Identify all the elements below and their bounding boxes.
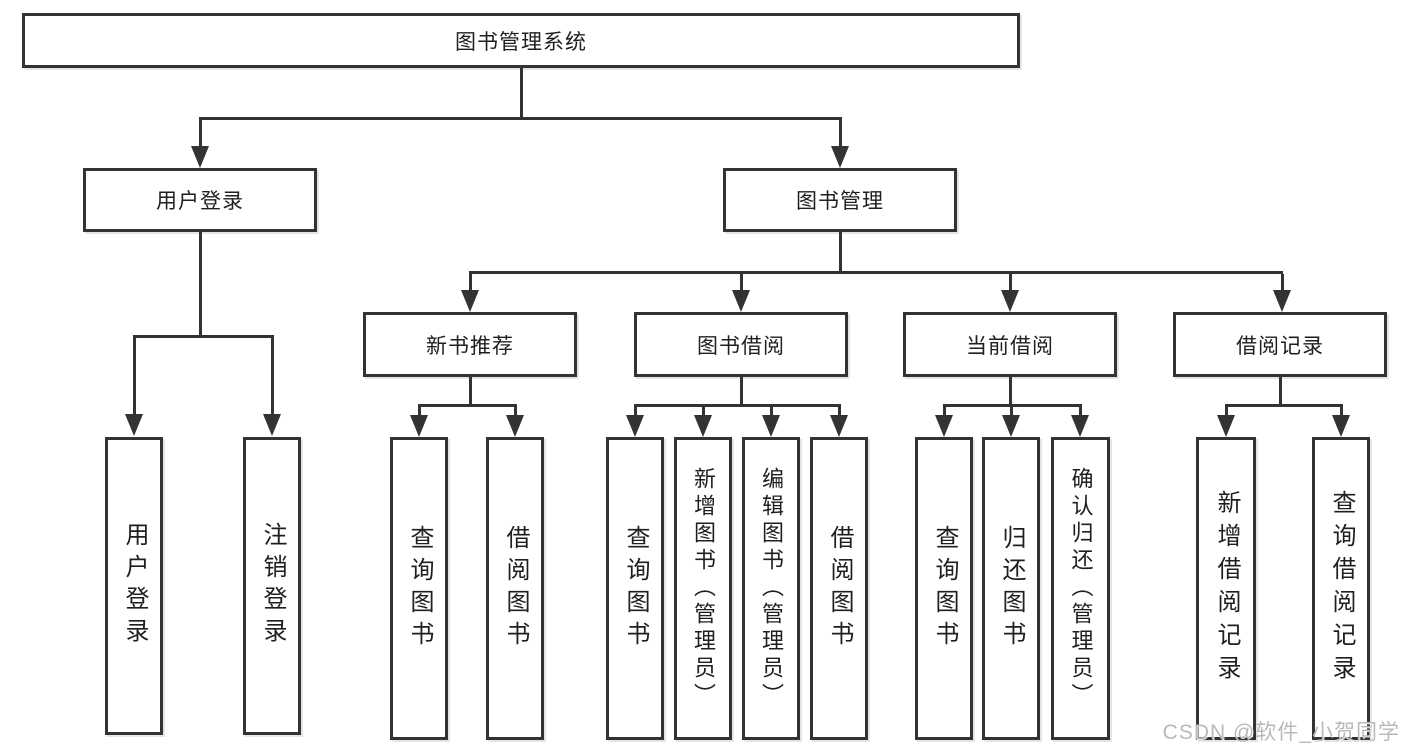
arrow-down-icon	[1001, 290, 1019, 312]
leaf-confirm-return-admin: 确认归还（管理员）	[1051, 437, 1110, 740]
node-book-borrowing-label: 图书借阅	[697, 334, 785, 358]
connector-line	[418, 407, 421, 416]
leaf-user-login: 用户登录	[105, 437, 163, 735]
connector-line	[839, 120, 842, 147]
arrow-down-icon	[263, 414, 281, 436]
arrow-down-icon	[461, 290, 479, 312]
leaf-add-borrow-record-label: 新增借阅记录	[1213, 489, 1240, 688]
leaf-borrow-book: 借阅图书	[810, 437, 868, 740]
connector-line	[1281, 274, 1284, 290]
leaf-add-book-admin-label: 新增图书（管理员）	[691, 467, 716, 710]
connector-line	[1079, 407, 1082, 416]
arrow-down-icon	[830, 415, 848, 437]
arrow-down-icon	[410, 415, 428, 437]
leaf-borrow-book-recommend: 借阅图书	[486, 437, 544, 740]
connector-line	[702, 407, 705, 416]
connector-line	[770, 407, 773, 416]
connector-line	[740, 377, 743, 405]
arrow-down-icon	[831, 146, 849, 168]
arrow-down-icon	[1332, 415, 1350, 437]
node-borrow-records-label: 借阅记录	[1236, 334, 1324, 358]
leaf-return-book: 归还图书	[982, 437, 1040, 740]
arrow-down-icon	[1071, 415, 1089, 437]
leaf-query-book-recommend-label: 查询图书	[406, 524, 433, 653]
connector-line	[943, 404, 1082, 407]
leaf-query-book-borrowing-label: 查询图书	[622, 524, 649, 653]
leaf-query-book-current-label: 查询图书	[931, 524, 958, 653]
leaf-logout: 注销登录	[243, 437, 301, 735]
connector-line	[839, 232, 842, 273]
leaf-query-borrow-record-label: 查询借阅记录	[1328, 489, 1355, 688]
connector-line	[199, 117, 842, 120]
node-borrow-records: 借阅记录	[1173, 312, 1387, 377]
node-book-management: 图书管理	[723, 168, 957, 232]
connector-line	[1009, 377, 1012, 405]
connector-line	[943, 407, 946, 416]
connector-line	[469, 274, 472, 290]
node-root-label: 图书管理系统	[455, 30, 587, 54]
node-book-borrowing: 图书借阅	[634, 312, 848, 377]
leaf-confirm-return-admin-label: 确认归还（管理员）	[1068, 467, 1094, 710]
connector-line	[1009, 274, 1012, 290]
leaf-query-book-current: 查询图书	[915, 437, 973, 740]
connector-line	[1225, 404, 1343, 407]
leaf-add-borrow-record: 新增借阅记录	[1196, 437, 1256, 740]
connector-line	[133, 338, 136, 415]
arrow-down-icon	[1217, 415, 1235, 437]
arrow-down-icon	[762, 415, 780, 437]
leaf-add-book-admin: 新增图书（管理员）	[674, 437, 732, 740]
arrow-down-icon	[935, 415, 953, 437]
connector-line	[271, 338, 274, 415]
node-new-book-recommend-label: 新书推荐	[426, 334, 514, 358]
arrow-down-icon	[732, 290, 750, 312]
connector-line	[199, 120, 202, 147]
connector-line	[469, 271, 1283, 274]
node-root: 图书管理系统	[22, 13, 1020, 68]
connector-line	[133, 335, 274, 338]
connector-line	[634, 407, 637, 416]
connector-line	[1340, 407, 1343, 416]
arrow-down-icon	[626, 415, 644, 437]
node-user-login-label: 用户登录	[156, 190, 244, 213]
connector-line	[520, 68, 523, 118]
leaf-borrow-book-label: 借阅图书	[826, 524, 853, 653]
leaf-return-book-label: 归还图书	[998, 524, 1025, 653]
leaf-user-login-label: 用户登录	[121, 522, 148, 650]
arrow-down-icon	[125, 414, 143, 436]
connector-line	[418, 404, 517, 407]
connector-line	[740, 274, 743, 290]
arrow-down-icon	[694, 415, 712, 437]
leaf-query-book-borrowing: 查询图书	[606, 437, 664, 740]
leaf-borrow-book-recommend-label: 借阅图书	[502, 524, 529, 653]
leaf-query-book-recommend: 查询图书	[390, 437, 448, 740]
node-current-borrowing: 当前借阅	[903, 312, 1117, 377]
leaf-edit-book-admin-label: 编辑图书（管理员）	[759, 467, 784, 710]
leaf-logout-label: 注销登录	[259, 522, 286, 650]
connector-line	[514, 407, 517, 416]
connector-line	[199, 232, 202, 337]
arrow-down-icon	[191, 146, 209, 168]
arrow-down-icon	[1002, 415, 1020, 437]
node-new-book-recommend: 新书推荐	[363, 312, 577, 377]
connector-line	[838, 407, 841, 416]
connector-line	[1010, 407, 1013, 416]
node-book-management-label: 图书管理	[796, 190, 884, 213]
node-user-login: 用户登录	[83, 168, 317, 232]
arrow-down-icon	[1273, 290, 1291, 312]
leaf-edit-book-admin: 编辑图书（管理员）	[742, 437, 800, 740]
connector-line	[469, 377, 472, 405]
node-current-borrowing-label: 当前借阅	[966, 334, 1054, 358]
arrow-down-icon	[506, 415, 524, 437]
connector-line	[634, 404, 841, 407]
connector-line	[1279, 377, 1282, 405]
watermark: CSDN @软件_小贺同学	[1162, 721, 1400, 744]
leaf-query-borrow-record: 查询借阅记录	[1312, 437, 1370, 740]
connector-line	[1225, 407, 1228, 416]
